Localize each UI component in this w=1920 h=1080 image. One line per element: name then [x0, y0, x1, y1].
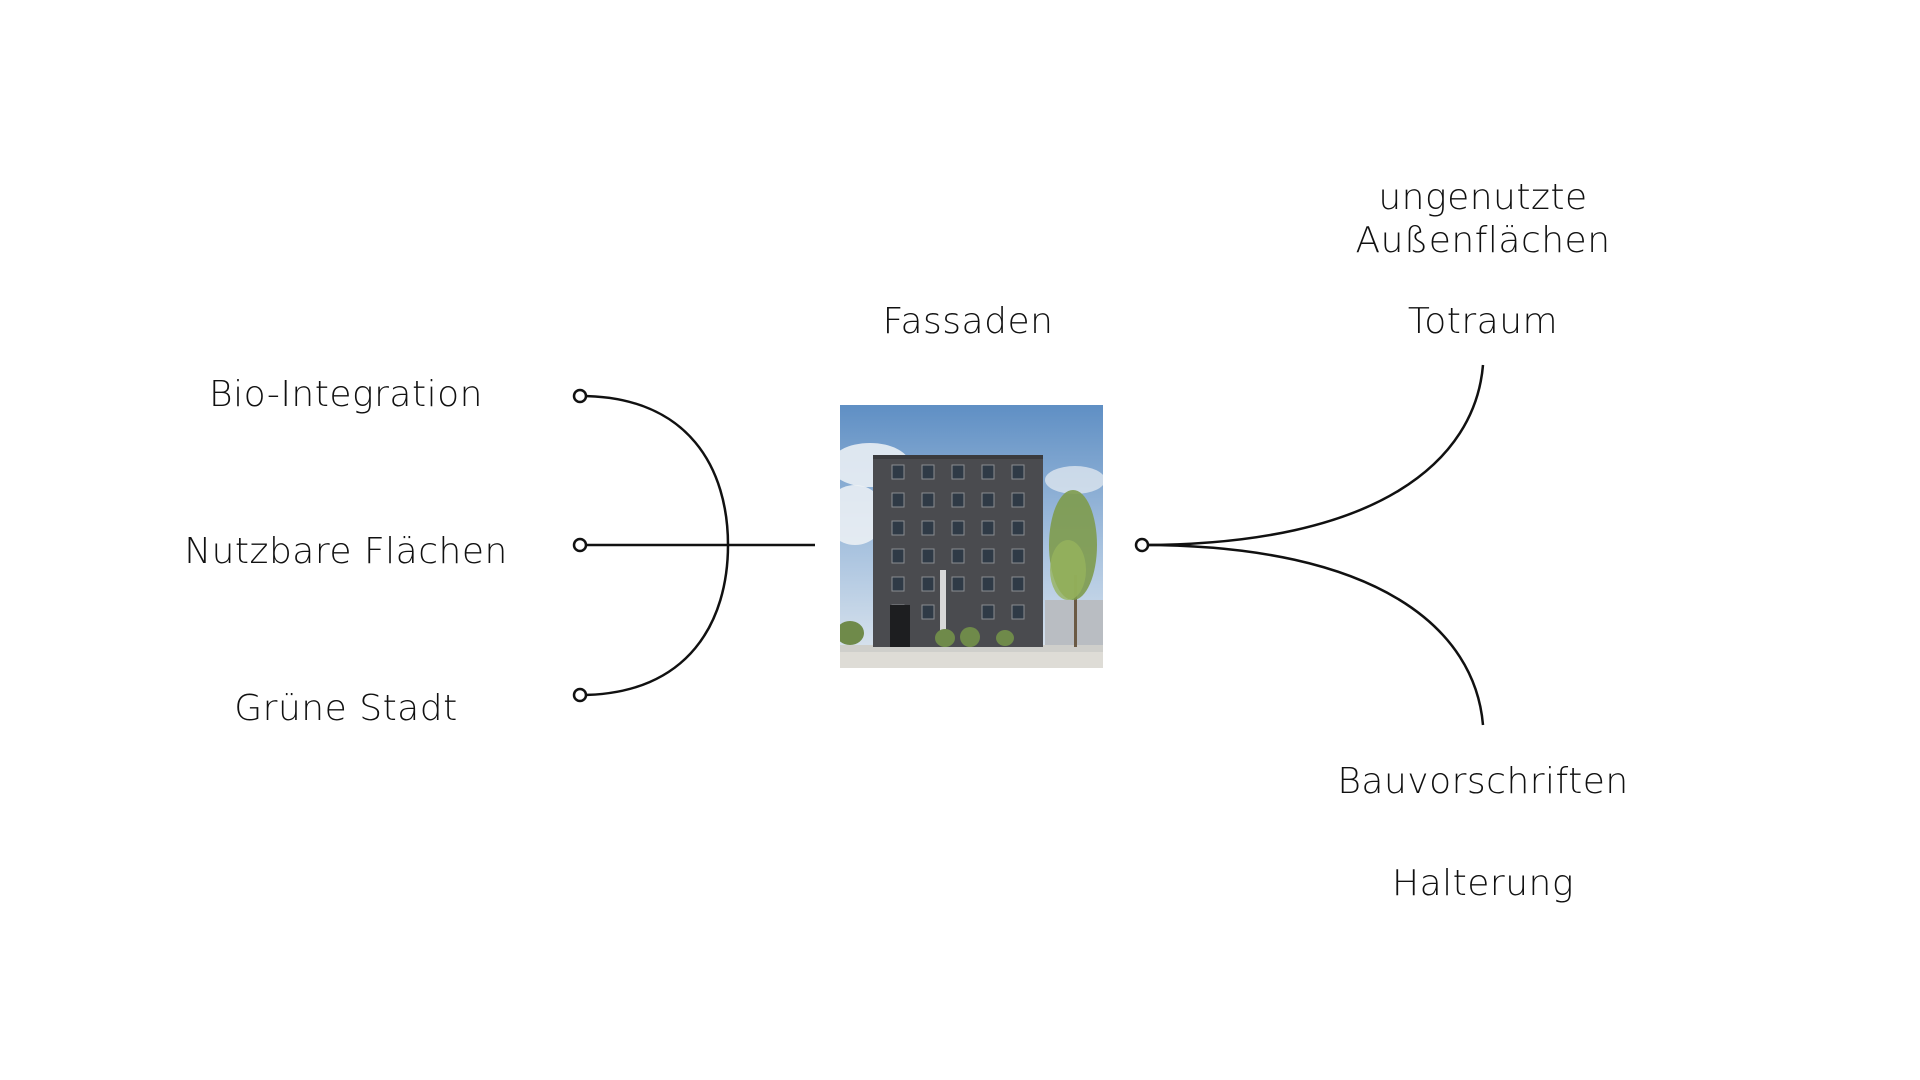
node-right-origin — [1134, 537, 1150, 553]
label-aussenflaechen: Außenflächen — [1355, 220, 1611, 261]
node-bio-integration — [572, 388, 588, 404]
label-halterung: Halterung — [1392, 863, 1574, 904]
label-ungenutzte: ungenutzte — [1378, 177, 1588, 218]
label-gruene-stadt: Grüne Stadt — [234, 688, 458, 729]
label-bauvorschriften: Bauvorschriften — [1337, 761, 1629, 802]
building-facade-photo — [840, 405, 1103, 668]
node-nutzbare-flaechen — [572, 537, 588, 553]
right-upper-branch — [1141, 364, 1485, 547]
node-gruene-stadt — [572, 687, 588, 703]
left-arc-connector — [579, 394, 730, 697]
label-fassaden: Fassaden — [882, 301, 1054, 342]
right-lower-branch — [1141, 543, 1485, 726]
label-bio-integration: Bio-Integration — [209, 374, 483, 415]
building-photo-illustration — [840, 405, 1103, 668]
label-totraum: Totraum — [1407, 301, 1559, 342]
label-nutzbare-flaechen: Nutzbare Flächen — [184, 531, 508, 572]
